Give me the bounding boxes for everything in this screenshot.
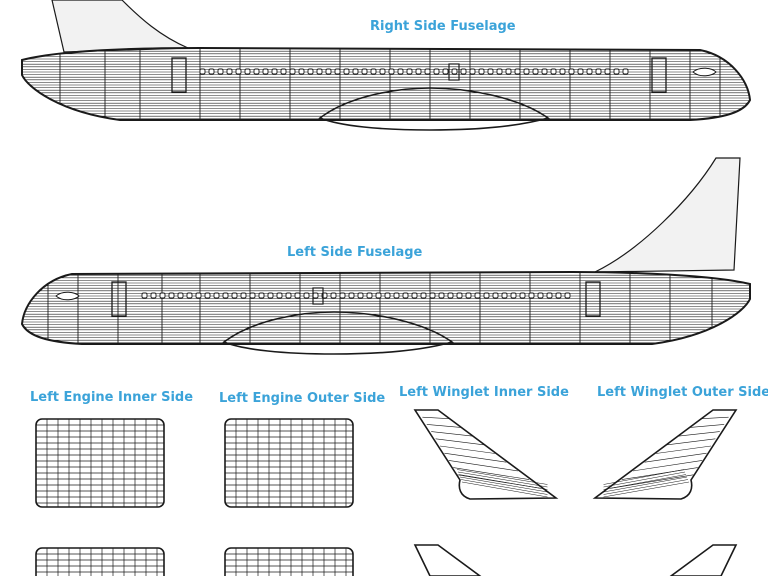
left-wing-fairing (222, 311, 454, 355)
engine-outer-panel-2 (224, 547, 354, 576)
winglet-outer-panel (592, 409, 738, 500)
right-cockpit-window (692, 67, 717, 77)
right-window-row (199, 68, 629, 75)
left-tail-fin (594, 157, 741, 273)
right-tail-fin (51, 0, 189, 53)
left-fuselage-grid (22, 272, 750, 344)
label-left-winglet-outer-side: Left Winglet Outer Side (597, 385, 768, 400)
right-wing-fairing (318, 87, 550, 131)
right-overwing-exit (448, 63, 460, 81)
left-rear-door (585, 281, 601, 317)
engine-inner-panel (35, 418, 165, 508)
winglet-outer-panel-2 (669, 544, 738, 576)
left-overwing-exit (312, 287, 324, 305)
winglet-inner-panel-2 (413, 544, 482, 576)
left-front-door (111, 281, 127, 317)
label-right-side-fuselage: Right Side Fuselage (370, 19, 516, 34)
winglet-inner-panel (413, 409, 559, 500)
right-fuselage-grid (22, 48, 750, 120)
engine-inner-panel-2 (35, 547, 165, 576)
label-left-side-fuselage: Left Side Fuselage (287, 245, 423, 260)
right-front-door (651, 57, 667, 93)
label-left-engine-inner-side: Left Engine Inner Side (30, 390, 194, 405)
label-left-winglet-inner-side: Left Winglet Inner Side (399, 385, 569, 400)
left-fuselage-outline (20, 270, 751, 345)
right-fuselage-outline (21, 46, 752, 121)
label-left-engine-outer-side: Left Engine Outer Side (219, 391, 386, 406)
engine-outer-panel (224, 418, 354, 508)
right-fuselage-wireframe (21, 0, 752, 131)
left-cockpit-window (55, 291, 80, 301)
left-window-row (141, 292, 571, 299)
left-fuselage-wireframe (20, 157, 751, 355)
right-rear-door (171, 57, 187, 93)
